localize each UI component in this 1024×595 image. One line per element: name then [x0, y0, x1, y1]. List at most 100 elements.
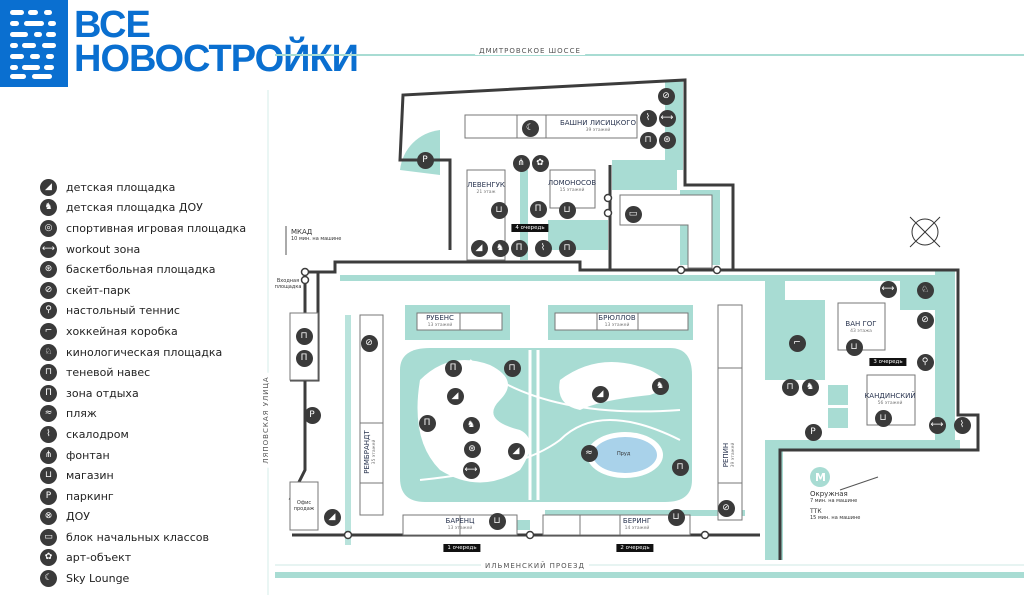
legend-label: блок начальных классов — [66, 530, 209, 544]
sports-ground-icon: ◎ — [40, 219, 57, 237]
shop-icon: ⊔ — [40, 467, 57, 485]
workout-icon[interactable]: ⟷ — [879, 280, 897, 298]
shade-canopy-icon[interactable]: ⊓ — [639, 131, 657, 149]
climbing-wall-icon[interactable]: ⌇ — [953, 416, 971, 434]
playground-icon[interactable]: ◢ — [507, 442, 525, 460]
legend-item: ⊔ магазин — [40, 465, 246, 486]
legend-label: ДОУ — [66, 510, 90, 524]
legend-label: Sky Lounge — [66, 572, 130, 586]
shade-canopy-icon[interactable]: ⊓ — [781, 378, 799, 396]
kindergarten-icon: ⊗ — [40, 508, 57, 526]
metro-arrow — [839, 476, 879, 491]
school-icon[interactable]: ▭ — [624, 205, 642, 223]
road-label-south: ИЛЬМЕНСКИЙ ПРОЕЗД — [481, 562, 589, 570]
shop-icon[interactable]: ⊔ — [490, 201, 508, 219]
fountain-icon[interactable]: ⋔ — [512, 154, 530, 172]
beach-icon[interactable]: ≈ — [580, 444, 598, 462]
playground-icon[interactable]: ◢ — [470, 239, 488, 257]
climbing-wall-icon[interactable]: ⌇ — [534, 239, 552, 257]
shade-canopy-icon[interactable]: ⊓ — [503, 359, 521, 377]
legend-item: ⊘скейт-парк — [40, 280, 246, 301]
sky-lounge-icon: ☾ — [40, 570, 57, 588]
rest-zone-icon[interactable]: Π — [510, 239, 528, 257]
playground-icon[interactable]: ◢ — [323, 508, 341, 526]
rest-zone-icon[interactable]: Π — [295, 349, 313, 367]
climbing-wall-icon[interactable]: ⌇ — [639, 109, 657, 127]
shade-canopy-icon[interactable]: ⊓ — [558, 239, 576, 257]
table-tennis-icon: ⚲ — [40, 302, 57, 320]
legend: ◢детская площадка♞детская площадка ДОУ◎с… — [40, 177, 246, 589]
skatepark-icon[interactable]: ⊘ — [916, 311, 934, 329]
legend-item: ⋔фонтан — [40, 445, 246, 466]
kindergarten-playground-icon[interactable]: ♞ — [651, 377, 669, 395]
legend-label: магазин — [66, 469, 114, 483]
metro-icon — [810, 467, 830, 487]
kindergarten-playground-icon[interactable]: ♞ — [801, 378, 819, 396]
hockey-icon[interactable]: ⌐ — [788, 334, 806, 352]
logo-mark — [0, 0, 68, 87]
shade-canopy-icon[interactable]: ⊓ — [295, 327, 313, 345]
workout-icon[interactable]: ⟷ — [928, 416, 946, 434]
legend-label: хоккейная коробка — [66, 324, 178, 338]
shade-canopy-icon[interactable]: ⊓ — [671, 458, 689, 476]
north-road-strip — [275, 54, 1024, 56]
kindergarten-playground-icon[interactable]: ♞ — [491, 239, 509, 257]
parking-icon[interactable]: P — [303, 406, 321, 424]
dog-area-icon[interactable]: ♘ — [916, 281, 934, 299]
pond — [593, 437, 657, 473]
workout-icon[interactable]: ⟷ — [462, 461, 480, 479]
skatepark-icon[interactable]: ⊘ — [657, 87, 675, 105]
legend-label: детская площадка ДОУ — [66, 201, 203, 215]
basketball-icon[interactable]: ⊛ — [463, 440, 481, 458]
legend-item: ⊛баскетбольная площадка — [40, 259, 246, 280]
art-object-icon[interactable]: ✿ — [531, 154, 549, 172]
rest-zone-icon[interactable]: Π — [444, 359, 462, 377]
road-label-north: ДМИТРОВСКОЕ ШОССЕ — [475, 47, 585, 55]
playground-icon[interactable]: ◢ — [446, 387, 464, 405]
logo[interactable]: ВСЕ НОВОСТРОЙКИ — [0, 0, 370, 87]
shop-icon[interactable]: ⊔ — [667, 508, 685, 526]
entrance-label: Входная площадка — [274, 278, 302, 290]
workout-icon: ⟷ — [40, 240, 57, 258]
queue-1-badge: 1 очередь — [443, 544, 481, 552]
shop-icon[interactable]: ⊔ — [558, 201, 576, 219]
skatepark-icon[interactable]: ⊘ — [360, 334, 378, 352]
rest-zone-icon[interactable]: Π — [529, 200, 547, 218]
workout-icon[interactable]: ⟷ — [658, 109, 676, 127]
basketball-icon[interactable]: ⊛ — [658, 131, 676, 149]
parking-icon[interactable]: P — [804, 423, 822, 441]
sales-office-label[interactable]: Офис продаж — [293, 500, 315, 512]
dog-area-icon: ♘ — [40, 343, 57, 361]
legend-label: арт-объект — [66, 551, 132, 565]
skatepark-icon[interactable]: ⊘ — [717, 499, 735, 517]
kindergarten-playground-icon[interactable]: ♞ — [462, 416, 480, 434]
shop-icon[interactable]: ⊔ — [874, 409, 892, 427]
legend-label: баскетбольная площадка — [66, 263, 216, 277]
rest-zone-icon[interactable]: Π — [418, 414, 436, 432]
shop-icon[interactable]: ⊔ — [488, 512, 506, 530]
legend-label: кинологическая площадка — [66, 345, 223, 359]
school-icon: ▭ — [40, 528, 57, 546]
legend-item: ☾ Sky Lounge — [40, 568, 246, 589]
legend-item: ▭ блок начальных классов — [40, 527, 246, 548]
playground-icon[interactable]: ◢ — [591, 385, 609, 403]
table-tennis-icon[interactable]: ⚲ — [916, 353, 934, 371]
climbing-wall-icon: ⌇ — [40, 425, 57, 443]
shop-icon[interactable]: ⊔ — [845, 338, 863, 356]
parking-icon[interactable]: P — [416, 151, 434, 169]
sky-lounge-icon[interactable]: ☾ — [521, 119, 539, 137]
